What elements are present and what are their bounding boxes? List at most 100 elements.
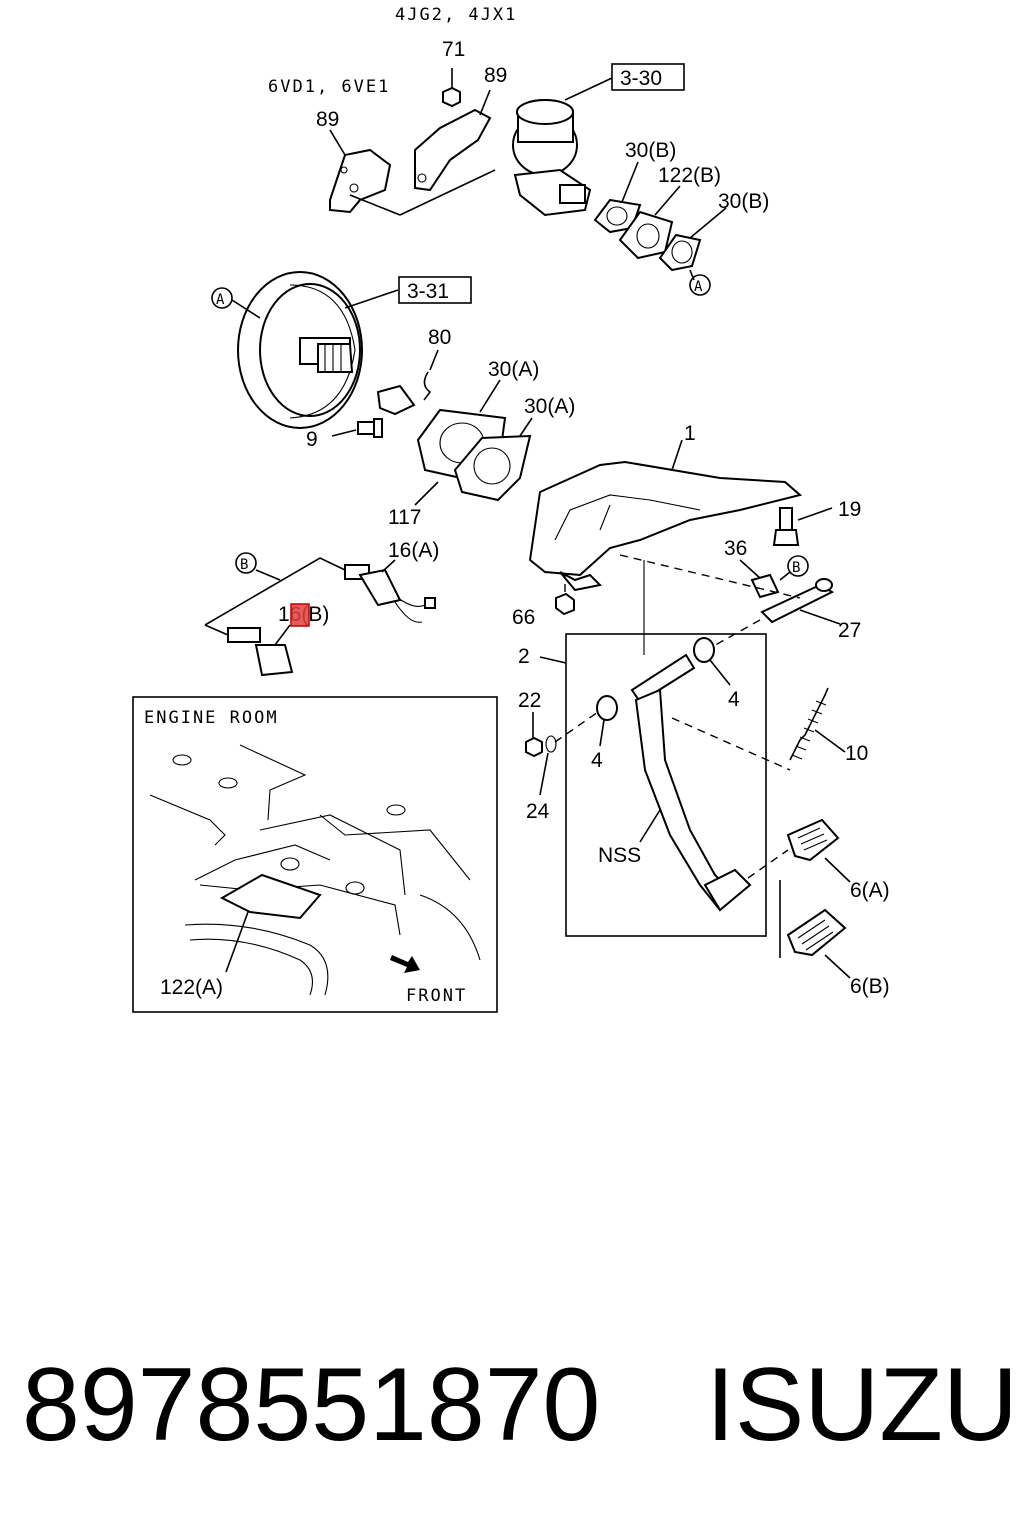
callout-30b-1: 30(B) <box>625 139 676 162</box>
leader-9 <box>331 429 357 437</box>
return-spring-10 <box>789 687 829 761</box>
leader-117 <box>414 481 439 506</box>
callout-4-left: 4 <box>591 749 603 772</box>
bolt-9 <box>357 418 383 438</box>
clip-36 <box>750 573 780 599</box>
callout-80: 80 <box>428 326 451 349</box>
leader-16b <box>274 624 291 646</box>
nut-71 <box>442 86 461 108</box>
part-number: 8978551870 <box>22 1347 601 1463</box>
leader-30b-1 <box>621 161 639 203</box>
leader-24 <box>539 752 549 796</box>
bushing-4-right <box>693 637 715 663</box>
pivot-shaft-27 <box>760 578 835 624</box>
stop-switch-16a <box>344 564 436 623</box>
inset-front: FRONT <box>406 986 467 1006</box>
callout-2: 2 <box>518 645 530 668</box>
brake-booster <box>237 271 363 429</box>
switch-16b <box>227 627 294 677</box>
footer: 8978551870 ISUZU <box>0 1345 1024 1465</box>
callout-b-right: B <box>792 560 800 576</box>
inset-title: ENGINE ROOM <box>144 708 279 728</box>
front-arrow-icon <box>390 955 420 973</box>
bolt-19 <box>772 507 800 546</box>
ref-3-30: 3-30 <box>620 67 662 90</box>
leader-4-left <box>599 719 605 747</box>
callout-4-right: 4 <box>728 688 740 711</box>
nut-22 <box>525 736 543 758</box>
leader-80 <box>429 349 439 371</box>
leader-3-31 <box>344 289 399 309</box>
engine-label-4jg2: 4JG2, 4JX1 <box>395 5 517 25</box>
gasket-30a-2 <box>453 434 532 502</box>
leader-30a-1 <box>479 379 501 413</box>
leader-27 <box>799 609 841 625</box>
leader-36 <box>739 559 761 579</box>
leader-89b <box>479 89 491 116</box>
axis-dash-4 <box>671 717 791 771</box>
callout-a-right: A <box>694 279 703 295</box>
callout-30a-1: 30(A) <box>488 358 539 381</box>
clevis <box>376 384 416 416</box>
callout-16a: 16(A) <box>388 539 439 562</box>
spacer-122b <box>618 210 674 260</box>
callout-66: 66 <box>512 606 535 629</box>
pedal-group-frame <box>565 633 767 937</box>
marker-b-left <box>235 552 257 574</box>
switch-bracket-line <box>204 557 346 626</box>
axis-dash-2 <box>619 554 801 599</box>
leader-4-right <box>709 659 731 686</box>
leader-3-30 <box>564 77 613 101</box>
leader-89a <box>329 129 346 156</box>
leader-bracket <box>349 194 401 216</box>
callout-89-right: 89 <box>484 64 507 87</box>
leader-122b <box>654 185 681 216</box>
callout-19: 19 <box>838 498 861 521</box>
leader-nss <box>639 809 661 843</box>
bracket-89-left <box>329 148 392 214</box>
leader-a1 <box>231 299 261 319</box>
bushing-4-left <box>596 695 618 721</box>
callout-71: 71 <box>442 38 465 61</box>
leader-19 <box>797 507 833 521</box>
engine-room-inset <box>132 696 498 1013</box>
callout-117: 117 <box>388 506 421 529</box>
marker-a-left <box>211 287 233 309</box>
leader-6b <box>824 954 851 979</box>
callout-1: 1 <box>684 422 696 445</box>
leader-30b-2 <box>689 207 727 239</box>
callout-6a: 6(A) <box>850 879 890 902</box>
brand-name: ISUZU <box>706 1347 1018 1463</box>
spring-coils <box>791 700 827 760</box>
leader-16a <box>381 559 396 573</box>
marker-b-right <box>787 555 809 577</box>
clip-80 <box>423 371 432 401</box>
callout-b-left: B <box>240 557 248 573</box>
callout-22: 22 <box>518 689 541 712</box>
inset-part-122a: 122(A) <box>160 976 223 999</box>
callout-nss: NSS <box>598 844 641 867</box>
axis-dash-5 <box>747 849 789 879</box>
callout-10: 10 <box>845 742 868 765</box>
leader-b2 <box>779 571 791 581</box>
pedal-bracket-1 <box>528 460 803 592</box>
leader-10 <box>814 729 846 753</box>
callout-122b: 122(B) <box>658 164 721 187</box>
callout-a-left: A <box>216 292 225 308</box>
bracket-89-right <box>414 108 492 192</box>
leader-bracket-2 <box>399 169 496 216</box>
leader-122a <box>225 911 249 973</box>
switch-bracket-line-2 <box>204 624 229 636</box>
clip-24 <box>545 735 557 753</box>
highlight-marker <box>290 603 310 627</box>
nut-66 <box>555 592 575 616</box>
callout-27: 27 <box>838 619 861 642</box>
leader-2 <box>539 656 567 664</box>
callout-6b: 6(B) <box>850 975 890 998</box>
brake-pedal-arm <box>630 653 752 912</box>
leader-6a <box>824 857 851 883</box>
callout-9: 9 <box>306 428 318 451</box>
ref-box-3-30 <box>611 63 685 91</box>
pedal-pad-6a <box>786 818 840 862</box>
leader-30a-2 <box>519 417 533 437</box>
